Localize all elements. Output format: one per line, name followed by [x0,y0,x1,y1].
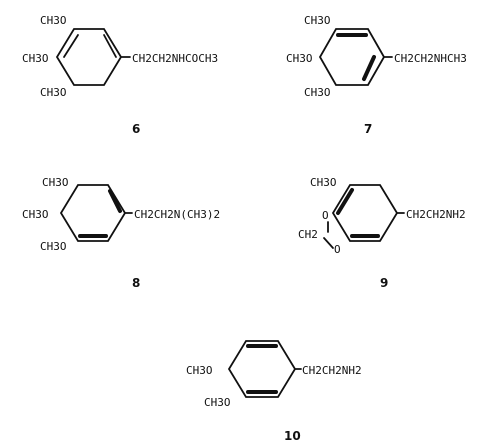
side-chain-label: CH2CH2NHCOCH3 [132,52,218,65]
side-chain-label: CH2CH2NHCH3 [394,52,467,65]
compound-number: 7 [364,122,372,136]
methoxy-label: CH3O [22,52,49,65]
methoxy-label: CH3O [310,176,337,189]
methoxy-label: CH3O [40,14,67,27]
compound-number: 8 [132,276,140,290]
structure-8: CH3O CH3O CH3O CH2CH2N(CH3)2 8 [22,176,220,290]
methoxy-label: CH3O [40,86,67,99]
side-chain-label: CH2CH2N(CH3)2 [134,208,220,221]
structure-7: CH3O CH3O CH3O CH2CH2NHCH3 7 [286,14,467,136]
side-chain-label: CH2CH2NH2 [406,208,466,221]
methoxy-label: CH3O [40,240,67,253]
benzene-ring [59,184,127,242]
double-bond [362,55,376,81]
structure-9: CH3O O CH2 O CH2CH2NH2 9 [298,176,466,290]
methoxy-label: CH3O [22,208,49,221]
methoxy-label: CH3O [204,396,231,409]
oxygen-label: O [334,243,341,256]
methoxy-label: CH3O [286,52,313,65]
methoxy-label: CH3O [304,86,331,99]
double-bond [108,189,122,213]
double-bond [103,34,117,58]
oxygen-label: O [322,209,329,222]
side-chain-label: CH2CH2NH2 [302,364,362,377]
benzene-ring [318,28,386,86]
benzene-ring [227,340,297,398]
methylenedioxy-bond [323,237,334,249]
methoxy-label: CH3O [304,14,331,27]
methylene-label: CH2 [298,228,318,241]
compound-number: 9 [380,276,388,290]
methoxy-label: CH3O [186,364,213,377]
benzene-ring [55,28,123,86]
double-bond [336,188,354,215]
methoxy-label: CH3O [42,176,69,189]
structure-6: CH3O CH3O CH3O CH2CH2NHCOCH3 6 [22,14,218,136]
compound-number: 6 [132,122,140,136]
structure-10: CH3O CH3O CH2CH2NH2 10 [186,340,362,443]
benzene-ring [331,184,399,242]
compound-number: 10 [284,429,301,442]
double-bond [63,34,79,58]
